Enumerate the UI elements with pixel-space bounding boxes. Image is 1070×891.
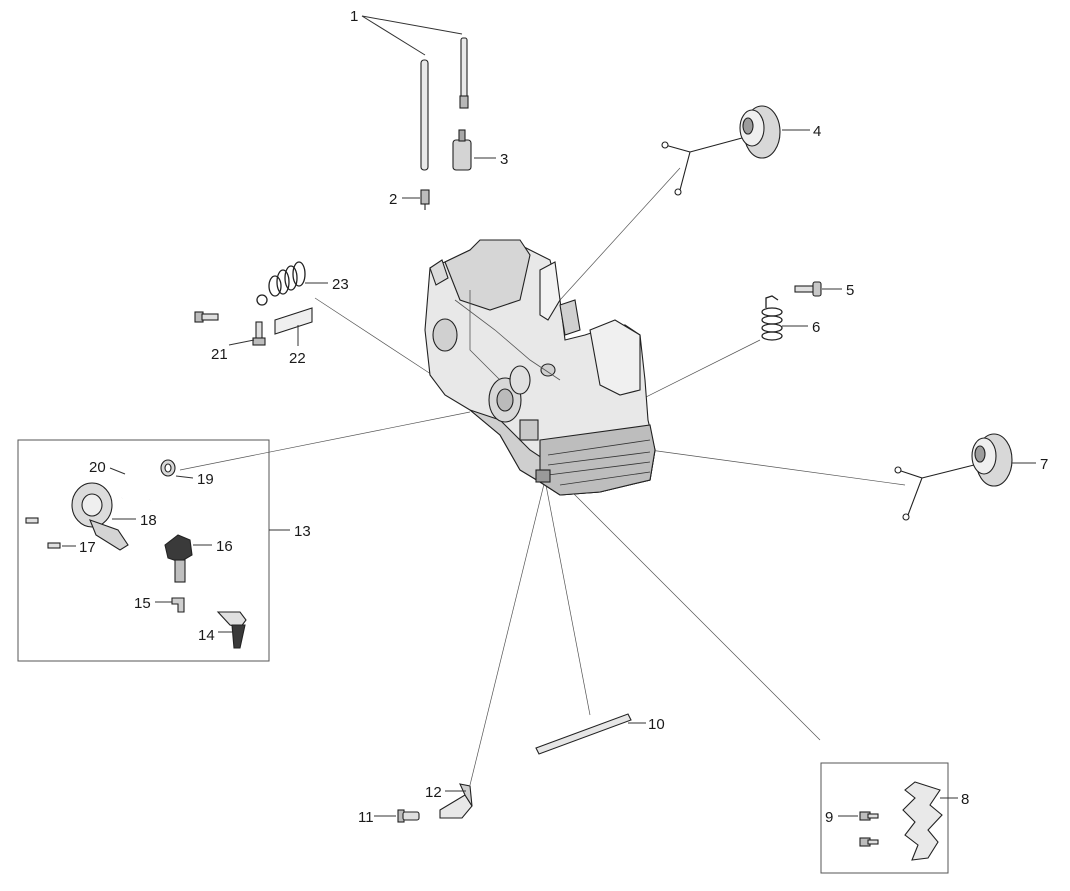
part-2-fitting bbox=[420, 189, 430, 210]
callout-15: 15 bbox=[134, 595, 151, 612]
callout-7: 7 bbox=[1040, 456, 1048, 473]
part-6-spring bbox=[761, 295, 783, 341]
part-23-spring bbox=[256, 261, 306, 306]
group-box-8 bbox=[820, 762, 949, 874]
part-4-tank-cap bbox=[661, 105, 781, 196]
callout-13: 13 bbox=[294, 523, 311, 540]
callout-2: 2 bbox=[389, 191, 397, 208]
part-17-screws bbox=[25, 517, 61, 549]
callout-9: 9 bbox=[825, 809, 833, 826]
part-5-screw bbox=[794, 281, 822, 297]
callout-12: 12 bbox=[425, 784, 442, 801]
callout-20: 20 bbox=[89, 459, 106, 476]
part-15-elbow-fitting bbox=[171, 597, 185, 613]
callout-17: 17 bbox=[79, 539, 96, 556]
callout-labels: 1 2 3 4 5 6 7 8 9 10 11 12 13 14 15 16 1… bbox=[79, 8, 1048, 826]
part-22-plate bbox=[274, 307, 313, 335]
callout-10: 10 bbox=[648, 716, 665, 733]
callout-8: 8 bbox=[961, 791, 969, 808]
part-20-clip bbox=[120, 470, 154, 501]
callout-4: 4 bbox=[813, 123, 821, 140]
callout-16: 16 bbox=[216, 538, 233, 555]
callout-5: 5 bbox=[846, 282, 854, 299]
callout-14: 14 bbox=[198, 627, 215, 644]
part-16-worm-gear bbox=[164, 534, 193, 583]
part-9-screws bbox=[859, 811, 879, 847]
part-14-oil-hose bbox=[216, 611, 247, 649]
callout-3: 3 bbox=[500, 151, 508, 168]
callout-21: 21 bbox=[211, 346, 228, 363]
callout-19: 19 bbox=[197, 471, 214, 488]
part-12-bracket bbox=[439, 783, 473, 819]
part-1-fuel-tubes bbox=[420, 37, 469, 171]
part-10-rod bbox=[535, 713, 632, 755]
callout-23: 23 bbox=[332, 276, 349, 293]
callout-11: 11 bbox=[358, 809, 374, 826]
part-18-oil-pump bbox=[71, 482, 129, 551]
part-11-screw bbox=[397, 809, 420, 823]
part-7-oil-cap bbox=[894, 433, 1013, 521]
crankcase-housing bbox=[424, 239, 656, 496]
part-19-nut bbox=[160, 459, 176, 477]
callout-leaders bbox=[62, 15, 1036, 817]
callout-6: 6 bbox=[812, 319, 820, 336]
part-3-filter bbox=[452, 129, 472, 171]
callout-18: 18 bbox=[140, 512, 157, 529]
group-box-13 bbox=[17, 439, 270, 662]
part-8-bumper-plate bbox=[902, 781, 943, 861]
part-21-screws bbox=[194, 311, 266, 346]
callout-22: 22 bbox=[289, 350, 306, 367]
callout-1: 1 bbox=[350, 8, 358, 25]
